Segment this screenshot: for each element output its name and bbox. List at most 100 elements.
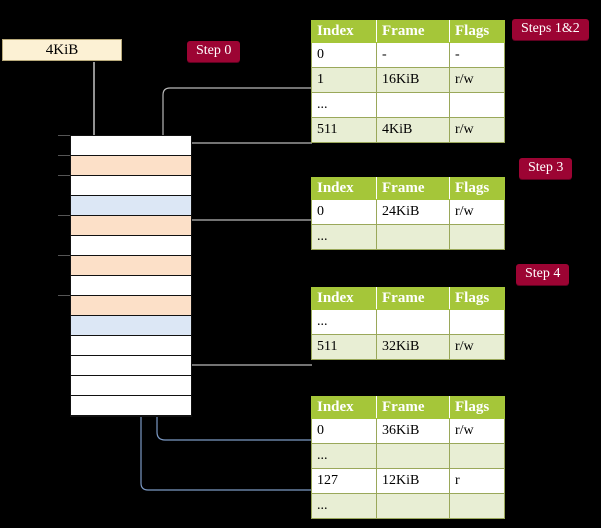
memory-frame-row	[71, 336, 191, 356]
flags-cell: r/w	[449, 334, 505, 360]
column-header-index: Index	[311, 20, 377, 43]
memory-frame-row	[71, 376, 191, 396]
flags-cell: r/w	[449, 117, 505, 143]
source-frame-label: 4KiB	[45, 42, 79, 58]
column-header-flags: Flags	[449, 20, 505, 43]
index-cell: 1	[311, 67, 377, 93]
badge-step-0: Step 0	[187, 41, 241, 62]
memory-tick-mark	[58, 255, 70, 256]
index-cell: ...	[311, 309, 377, 335]
column-header-frame: Frame	[376, 177, 450, 200]
column-header-frame: Frame	[376, 396, 450, 419]
memory-tick-mark	[58, 175, 70, 176]
frame-cell	[376, 493, 450, 519]
link-table3-row511-to-mem	[178, 310, 312, 366]
index-cell: 0	[311, 418, 377, 444]
index-cell: ...	[311, 224, 377, 250]
index-cell: 0	[311, 42, 377, 68]
badge-step-3-label: Step 3	[528, 160, 564, 175]
flags-cell: r/w	[449, 67, 505, 93]
memory-frame-row	[71, 216, 191, 236]
frame-cell: 12KiB	[376, 468, 450, 494]
frame-cell: 16KiB	[376, 67, 450, 93]
index-cell: 511	[311, 334, 377, 360]
memory-frame-row	[71, 136, 191, 156]
link-table4-row127-to-mem	[138, 213, 312, 491]
badge-step-4: Step 4	[516, 264, 570, 285]
flags-cell	[449, 309, 505, 335]
column-header-frame: Frame	[376, 20, 450, 43]
link-table4-row0-to-mem	[154, 330, 312, 441]
frame-cell	[376, 309, 450, 335]
index-cell: 511	[311, 117, 377, 143]
badge-step-4-label: Step 4	[525, 266, 561, 281]
index-cell: ...	[311, 92, 377, 118]
table-row: 0--	[311, 42, 505, 68]
flags-cell	[449, 443, 505, 469]
memory-frame-row	[71, 396, 191, 416]
flags-cell: r/w	[449, 418, 505, 444]
index-cell: 127	[311, 468, 377, 494]
badge-steps-1-2: Steps 1&2	[512, 19, 589, 40]
physical-memory-column	[70, 135, 192, 417]
table-row: ...	[311, 92, 505, 118]
memory-frame-row	[71, 256, 191, 276]
flags-cell	[449, 493, 505, 519]
memory-frame-row	[71, 316, 191, 336]
table-row: ...	[311, 224, 505, 250]
column-header-frame: Frame	[376, 287, 450, 310]
memory-tick-mark	[58, 215, 70, 216]
table-row: ...	[311, 443, 505, 469]
column-header-flags: Flags	[449, 287, 505, 310]
source-frame-box: 4KiB	[2, 39, 122, 61]
link-table2-row0-to-mem	[179, 219, 312, 264]
flags-cell: -	[449, 42, 505, 68]
flags-cell: r/w	[449, 199, 505, 225]
flags-cell: r	[449, 468, 505, 494]
frame-cell	[376, 224, 450, 250]
memory-frame-row	[71, 276, 191, 296]
frame-cell: 32KiB	[376, 334, 450, 360]
memory-frame-row	[71, 176, 191, 196]
frame-cell: 24KiB	[376, 199, 450, 225]
index-cell: ...	[311, 493, 377, 519]
flags-cell	[449, 92, 505, 118]
column-header-flags: Flags	[449, 177, 505, 200]
memory-frame-row	[71, 156, 191, 176]
frame-cell	[376, 443, 450, 469]
frame-cell: 36KiB	[376, 418, 450, 444]
badge-step-0-label: Step 0	[196, 43, 232, 58]
memory-frame-row	[71, 296, 191, 316]
index-cell: 0	[311, 199, 377, 225]
frame-cell	[376, 92, 450, 118]
table-row: ...	[311, 493, 505, 519]
memory-tick-mark	[58, 295, 70, 296]
memory-frame-row	[71, 236, 191, 256]
column-header-index: Index	[311, 287, 377, 310]
memory-tick-mark	[58, 155, 70, 156]
memory-frame-row	[71, 356, 191, 376]
column-header-index: Index	[311, 177, 377, 200]
column-header-index: Index	[311, 396, 377, 419]
table-row: ...	[311, 309, 505, 335]
frame-cell: -	[376, 42, 450, 68]
frame-cell: 4KiB	[376, 117, 450, 143]
badge-steps-1-2-label: Steps 1&2	[521, 21, 580, 36]
column-header-flags: Flags	[449, 396, 505, 419]
link-table1-row511-to-mem	[172, 142, 312, 157]
index-cell: ...	[311, 443, 377, 469]
memory-tick-mark	[58, 135, 70, 136]
badge-step-3: Step 3	[519, 158, 573, 179]
flags-cell	[449, 224, 505, 250]
